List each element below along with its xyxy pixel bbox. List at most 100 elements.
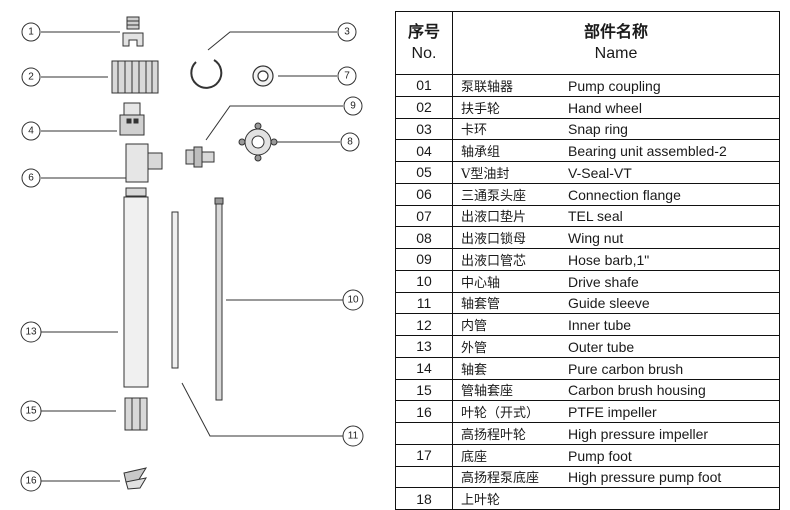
callout-label-3: 3 xyxy=(344,27,350,38)
table-row: 14 轴套 Pure carbon brush xyxy=(395,356,780,380)
part-name-zh: 上叶轮 xyxy=(461,493,501,509)
callout-circle-3 xyxy=(337,22,357,42)
part-hose-barb xyxy=(185,146,215,168)
part-name-zh: 轴承组 xyxy=(461,145,501,161)
part-name-zh: 中心轴 xyxy=(461,275,501,291)
part-number-cell: 14 xyxy=(395,356,453,380)
part-carbon-brush-housing xyxy=(124,397,148,431)
part-name-cell: 高扬程叶轮 High pressure impeller xyxy=(452,422,780,445)
part-name-en: Inner tube xyxy=(568,317,632,334)
part-pump-coupling xyxy=(122,16,144,47)
part-number-cell: 01 xyxy=(395,74,453,97)
part-name-zh: 出液口锁母 xyxy=(461,232,527,248)
callout-label-15: 15 xyxy=(25,406,37,417)
callout-circle-2 xyxy=(21,67,41,87)
part-name-en: Hand wheel xyxy=(568,99,642,116)
part-name-en: Pure carbon brush xyxy=(568,360,684,377)
part-name-cell: 轴套 Pure carbon brush xyxy=(452,356,780,380)
part-name-en: Drive shafe xyxy=(568,273,639,290)
part-name-cell: 轴承组 Bearing unit assembled-2 xyxy=(452,139,780,162)
table-header-row: 序号 No. 部件名称 Name xyxy=(395,11,780,75)
part-name-cell: 中心轴 Drive shafe xyxy=(452,269,780,293)
part-number-cell: 17 xyxy=(395,443,453,467)
header-part-name-en: Name xyxy=(594,45,638,62)
callout-label-16: 16 xyxy=(25,476,37,487)
part-number-cell: 03 xyxy=(395,117,453,141)
part-number-cell: 15 xyxy=(395,378,453,402)
callout-circle-6 xyxy=(21,168,41,188)
callout-label-11: 11 xyxy=(348,431,359,442)
part-name-en: Bearing unit assembled-2 xyxy=(568,143,727,160)
leader-line-11 xyxy=(181,382,343,437)
part-name-cell: 卡环 Snap ring xyxy=(452,117,780,141)
part-connection-flange xyxy=(125,143,163,183)
table-row: 高扬程叶轮 High pressure impeller xyxy=(395,422,780,445)
callout-circle-7 xyxy=(337,66,357,86)
callout-label-6: 6 xyxy=(28,173,34,184)
part-number-cell: 09 xyxy=(395,248,453,271)
part-number-cell: 11 xyxy=(395,291,453,315)
part-name-zh: 外管 xyxy=(461,340,488,356)
part-name-zh: 轴套 xyxy=(461,362,488,378)
callout-label-1: 1 xyxy=(28,27,34,38)
part-name-en: High pressure pump foot xyxy=(568,469,722,486)
table-row: 18 上叶轮 xyxy=(395,487,780,510)
part-number-cell: 10 xyxy=(395,269,453,293)
part-number-cell xyxy=(395,422,453,445)
callout-label-7: 7 xyxy=(344,71,350,82)
part-number-cell: 16 xyxy=(395,400,453,423)
header-number-en: No. xyxy=(411,45,437,62)
part-name-en: TEL seal xyxy=(568,208,623,225)
callout-label-9: 9 xyxy=(350,101,356,112)
part-name-zh: 卡环 xyxy=(461,123,488,139)
callout-circle-11 xyxy=(342,425,364,447)
part-name-en: Guide sleeve xyxy=(568,295,650,312)
part-bearing-unit xyxy=(119,102,145,136)
exploded-parts-diagram: 1 2 3 4 6 7 9 8 10 13 15 11 16 xyxy=(20,16,364,492)
part-name-zh: 高扬程泵底座 xyxy=(461,471,540,487)
part-name-zh: 高扬程叶轮 xyxy=(461,427,527,443)
part-number-cell: 12 xyxy=(395,313,453,336)
part-name-zh: 三通泵头座 xyxy=(461,188,527,204)
callout-circle-10 xyxy=(342,289,364,311)
header-part-name: 部件名称 Name xyxy=(452,11,780,75)
table-row: 04 轴承组 Bearing unit assembled-2 xyxy=(395,139,780,162)
part-number-cell: 18 xyxy=(395,487,453,510)
part-wing-nut xyxy=(238,122,278,162)
part-number-cell: 04 xyxy=(395,139,453,162)
part-name-en: Snap ring xyxy=(568,121,628,138)
part-snap-ring xyxy=(190,59,223,89)
callout-label-13: 13 xyxy=(25,327,37,338)
part-name-zh: 管轴套座 xyxy=(461,384,514,400)
part-name-cell: 上叶轮 xyxy=(452,487,780,510)
callout-circle-8 xyxy=(340,132,360,152)
table-row: 03 卡环 Snap ring xyxy=(395,117,780,141)
part-name-en: High pressure impeller xyxy=(568,425,709,442)
part-outer-tube xyxy=(123,187,149,388)
callout-circle-4 xyxy=(21,121,41,141)
callout-label-2: 2 xyxy=(28,72,34,83)
part-name-zh: 出液口管芯 xyxy=(461,253,527,269)
callout-circle-15 xyxy=(20,400,42,422)
part-name-en: PTFE impeller xyxy=(568,404,657,421)
part-name-en: V-Seal-VT xyxy=(568,164,632,181)
part-number-cell: 13 xyxy=(395,335,453,358)
part-number-cell: 02 xyxy=(395,95,453,119)
